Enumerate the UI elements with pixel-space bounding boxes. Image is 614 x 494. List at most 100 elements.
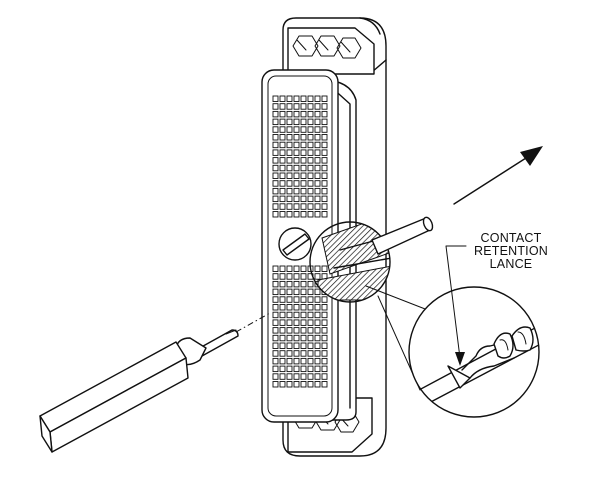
callout-leader — [445, 245, 467, 359]
contact-cavity — [272, 172, 279, 179]
contact-cavity — [279, 172, 286, 179]
contact-cavity — [279, 110, 286, 118]
contact-cavity — [321, 342, 328, 349]
contact-cavity — [321, 157, 328, 164]
contact-cavity — [300, 280, 307, 288]
contact-cavity — [272, 211, 279, 218]
contact-cavity — [307, 134, 314, 141]
contact-cavity — [286, 273, 293, 280]
contact-cavity — [314, 265, 321, 272]
contact-cavity — [314, 319, 321, 326]
contact-cavity — [286, 350, 293, 357]
contact-cavity — [293, 304, 300, 311]
contact-cavity — [307, 311, 314, 319]
contact-cavity — [279, 373, 286, 380]
contact-cavity — [293, 381, 300, 388]
contact-cavity — [279, 195, 286, 203]
contact-cavity — [279, 187, 286, 195]
contact-cavity — [300, 365, 307, 373]
contact-cavity — [279, 319, 286, 326]
contact-cavity — [321, 350, 328, 357]
contact-cavity — [272, 373, 279, 380]
contact-cavity — [300, 265, 307, 272]
contact-cavity — [307, 118, 314, 126]
contact-cavity — [279, 342, 286, 349]
contact-cavity — [300, 110, 307, 118]
top-mounting-ears — [287, 27, 375, 75]
contact-cavity — [293, 187, 300, 195]
contact-cavity — [279, 126, 286, 133]
contact-cavity — [300, 103, 307, 110]
magnified-detail-view — [408, 286, 540, 418]
contact-cavity — [293, 134, 300, 141]
contact-cavity — [279, 149, 286, 156]
contact-cavity — [286, 187, 293, 195]
contact-cavity — [321, 180, 328, 187]
contact-cavity — [272, 342, 279, 349]
contact-cavity — [307, 110, 314, 118]
contact-cavity — [279, 350, 286, 357]
contact-cavity — [307, 296, 314, 303]
contact-cavity — [321, 110, 328, 118]
contact-cavity — [293, 203, 300, 210]
contact-cavity — [272, 265, 279, 272]
contact-cavity — [293, 157, 300, 164]
contact-cavity — [286, 304, 293, 311]
contact-cavity — [293, 280, 300, 288]
contact-cavity — [279, 95, 286, 102]
contact-cavity — [321, 149, 328, 156]
contact-cavity — [286, 118, 293, 126]
contact-cavity — [272, 357, 279, 365]
contact-retention-lance-label: CONTACT RETENTION LANCE — [446, 232, 576, 271]
contact-cavity — [279, 365, 286, 373]
contact-cavity — [321, 118, 328, 126]
contact-cavity — [314, 334, 321, 342]
contact-cavity — [314, 342, 321, 349]
contact-cavity — [279, 203, 286, 210]
contact-cavity — [286, 126, 293, 133]
contact-cavity — [321, 311, 328, 319]
contact-cavity — [314, 373, 321, 380]
contact-cavity — [272, 296, 279, 303]
contact-cavity — [314, 141, 321, 149]
contact-cavity — [272, 288, 279, 296]
contact-cavity — [300, 373, 307, 380]
contact-cavity — [300, 141, 307, 149]
contact-cavity — [272, 327, 279, 334]
contact-cavity — [286, 288, 293, 296]
contact-cavity — [272, 311, 279, 319]
contact-cavity — [314, 304, 321, 311]
contact-cavity — [272, 180, 279, 187]
contact-cavity — [314, 164, 321, 172]
contact-cavity — [321, 304, 328, 311]
contact-cavity — [314, 110, 321, 118]
pull-direction-arrow — [453, 146, 543, 205]
contact-cavity — [286, 327, 293, 334]
contact-cavity — [321, 95, 328, 102]
contact-cavity — [314, 296, 321, 303]
contact-cavity — [321, 195, 328, 203]
contact-cavity — [321, 164, 328, 172]
contact-cavity — [314, 311, 321, 319]
contact-cavity — [272, 381, 279, 388]
contact-cavity — [300, 304, 307, 311]
callout-line-3: LANCE — [489, 257, 533, 271]
contact-cavity — [307, 342, 314, 349]
contact-cavity — [300, 95, 307, 102]
contact-cavity — [279, 273, 286, 280]
contact-cavity — [293, 373, 300, 380]
contact-cavity-grid-top — [272, 95, 328, 218]
callout-arrowhead — [455, 352, 465, 366]
contact-cavity — [286, 365, 293, 373]
contact-cavity — [293, 141, 300, 149]
contact-cavity — [286, 373, 293, 380]
contact-cavity — [272, 134, 279, 141]
contact-cavity — [293, 95, 300, 102]
contact-cavity — [314, 172, 321, 179]
contact-cavity — [286, 381, 293, 388]
contact-cavity — [272, 195, 279, 203]
contact-cavity — [272, 350, 279, 357]
contact-cavity — [286, 265, 293, 272]
contact-cavity — [300, 327, 307, 334]
contact-cavity — [314, 134, 321, 141]
